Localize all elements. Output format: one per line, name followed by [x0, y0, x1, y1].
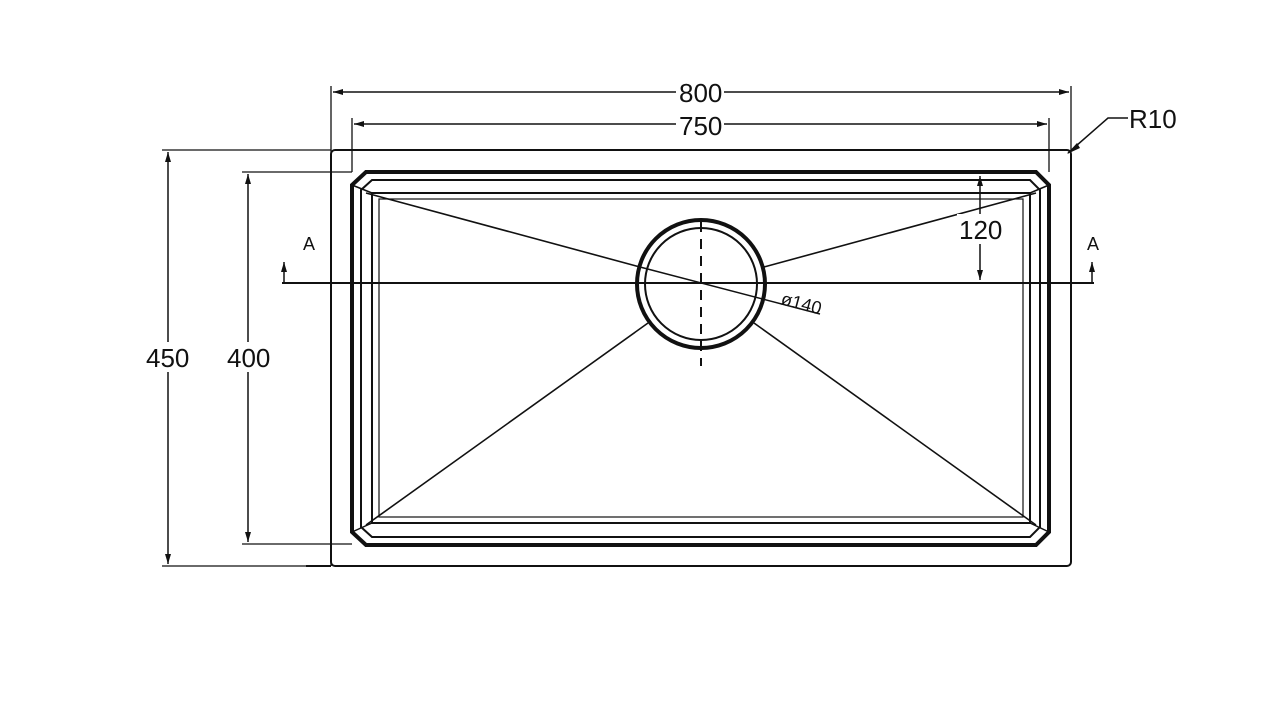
corner-radius-label: R10: [1129, 104, 1177, 134]
slope-line-tr: [763, 192, 1037, 268]
corner-radius-arrowhead: [1067, 143, 1080, 154]
slope-line-tl: [365, 192, 641, 268]
drain-offset-label-bg: [957, 214, 1003, 244]
bowl-width-label: 750: [679, 111, 722, 141]
overall-width-label: 800: [679, 78, 722, 108]
bowl-depth-label-bg: [226, 342, 272, 372]
overall-depth-label: 450: [146, 343, 189, 373]
bowl-width-label-bg: [676, 109, 724, 139]
section-mark-left: A: [303, 234, 315, 254]
corner-line-tr: [1029, 184, 1050, 194]
bowl-outer-edge: [350, 170, 1051, 547]
section-mark-right: A: [1087, 234, 1099, 254]
slope-line-br: [753, 322, 1037, 526]
drain-diameter-label: ø140: [779, 289, 824, 319]
corner-line-br: [1029, 522, 1050, 533]
bowl-floor: [371, 192, 1031, 524]
diameter-leader: [639, 266, 821, 315]
drain-offset-label: 120: [959, 215, 1002, 245]
bowl-floor-inner: [378, 198, 1024, 518]
bowl-depth-label: 400: [227, 343, 270, 373]
bowl-inner-edge: [360, 179, 1041, 538]
corner-radius-leader: [1067, 117, 1128, 154]
overall-depth-label-bg: [146, 342, 192, 372]
corner-line-tl: [351, 184, 373, 194]
slope-line-bl: [365, 322, 649, 526]
overall-width-label-bg: [676, 76, 724, 106]
corner-line-bl: [351, 522, 373, 533]
